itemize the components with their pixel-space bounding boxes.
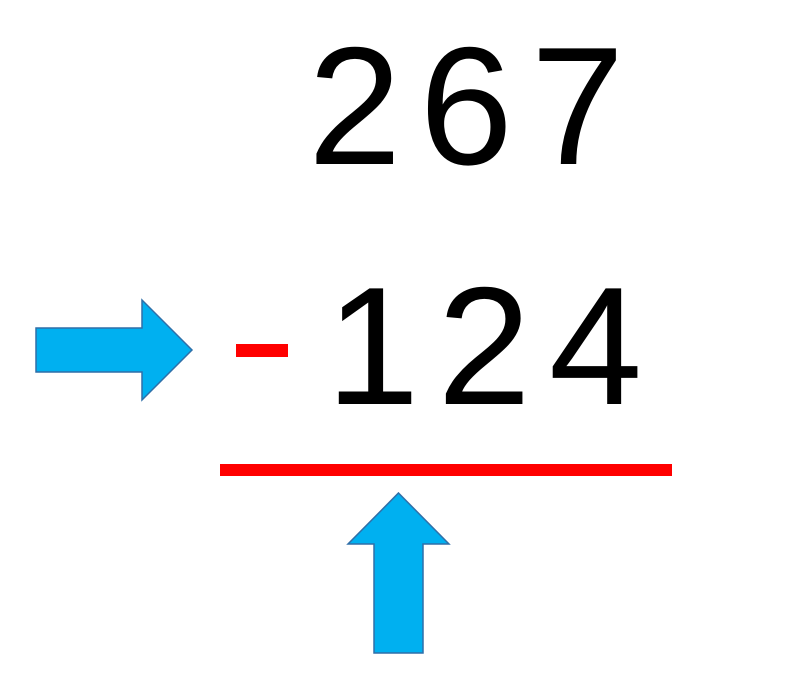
minus-sign	[236, 344, 288, 357]
up-arrow-icon	[346, 491, 451, 654]
right-arrow-icon	[35, 298, 194, 402]
answer-line	[220, 464, 672, 476]
bottom-number: 124	[326, 252, 661, 440]
top-number: 267	[308, 12, 643, 200]
